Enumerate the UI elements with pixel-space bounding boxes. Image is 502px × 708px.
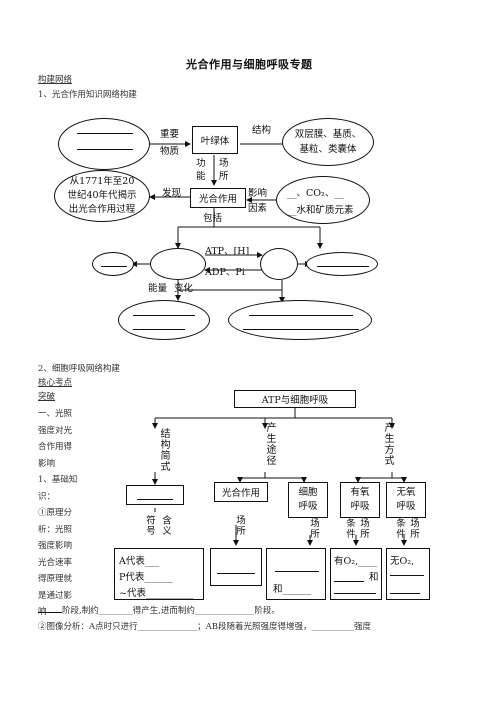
side-line: 识： [38, 491, 56, 502]
col3-heading: 产生方式 [382, 422, 393, 466]
factor-line-2: __水和矿质元素 [287, 205, 354, 216]
core-label-2: 突破 [38, 392, 56, 402]
side-line: 合作用得 [38, 442, 73, 452]
adp-pi-label: ADP、Pi [205, 267, 245, 278]
factors-ellipse: __、CO₂、__ __水和矿质元素 [276, 176, 370, 224]
atp-h-label: ATP、[H] [205, 246, 250, 257]
function-label-a: 功 [196, 158, 206, 169]
influence-label: 影响 [248, 188, 268, 199]
aerobic-box: 有氧呼吸 [340, 482, 380, 518]
col1-heading: 结构简式 [158, 428, 169, 472]
dark-reaction-ellipse [260, 248, 298, 280]
side-line: 一、光照 [38, 409, 73, 419]
o2-no-line: 无O₂, [390, 556, 415, 567]
side-line: 强度对光 [38, 425, 73, 436]
tilde-line: ~代表__________ [119, 588, 194, 599]
col2-heading: 产生途径 [264, 422, 275, 466]
paragraph-2: ②图像分析：A点时只进行______________；AB段随着光照强度得增强，… [38, 622, 372, 632]
meaning-label: 含义 [160, 515, 171, 536]
aerobic-blank [334, 571, 364, 582]
energy-label: 能量 [148, 283, 168, 294]
equation-ellipse [228, 300, 372, 340]
cell-site-box: 和______ [266, 548, 326, 600]
function-label-b: 能 [196, 171, 206, 182]
history-ellipse: 从1771年至20世纪40年代揭示出光合作用过程 [54, 170, 150, 222]
left-small-ellipse [92, 252, 134, 276]
condition-label-1: 条件 [344, 518, 355, 539]
and-line-2: 和 [369, 572, 379, 583]
photosynthesis-source-box: 光合作用 [214, 482, 268, 502]
structure-ellipse: 双层膜、基质、基粒、类囊体 [282, 118, 374, 166]
a-line: A代表___ [119, 556, 160, 567]
side-line: 影响 [38, 458, 56, 469]
site-label-4: 场所 [408, 518, 419, 539]
item2-heading: 2、细胞呼吸网络构建 [38, 364, 120, 374]
right-small-ellipse [306, 252, 378, 276]
para1-text: 阶段,制约________得产生,进而制约______________阶段。 [62, 606, 280, 616]
photosynthesis-box: 光合作用 [190, 188, 246, 208]
atp-respiration-root: ATP与细胞呼吸 [234, 390, 356, 408]
factors-label: 因素 [248, 203, 268, 214]
side-line: 是通过影 [38, 590, 73, 601]
light-reaction-ellipse [150, 248, 206, 280]
anaerobic-site-box: 无O₂, [386, 548, 430, 600]
discovery-label: 发现 [162, 188, 182, 199]
side-line: ①原理分 [38, 508, 73, 518]
structure-label: 结构 [252, 125, 272, 136]
change-label: 变化 [174, 283, 194, 294]
energy-change-ellipse [118, 300, 210, 340]
cell-respiration-box: 细胞呼吸 [288, 482, 328, 518]
condition-label-2: 条件 [394, 518, 405, 539]
side-line: 得原理就 [38, 574, 73, 584]
include-label: 包括 [203, 213, 223, 224]
substance-label: 物质 [160, 146, 180, 157]
structure-formula-box [126, 485, 184, 505]
site-label-3: 场所 [358, 518, 369, 539]
site-label-2: 场所 [308, 518, 319, 539]
item1-heading: 1、光合作用知识网络构建 [38, 90, 137, 100]
important-label: 重要 [160, 129, 180, 140]
paragraph-1: 阶段,制约________得产生,进而制约______________阶段。 [38, 604, 280, 616]
anaerobic-box: 无氧呼吸 [386, 482, 426, 518]
chloroplast-box: 叶绿体 [192, 126, 238, 154]
atp-meaning-box: A代表___ P代表______ ~代表__________ [114, 548, 204, 600]
side-text: 一、光照 强度对光 合作用得 影响 1、基础知 识： ①原理分 析：光照 强度影… [38, 406, 98, 621]
o2-yes-line: 有O₂,____ [334, 556, 378, 567]
side-line: 析：光照 [38, 524, 73, 535]
core-label-1: 核心考点 [38, 378, 73, 388]
site-label-b: 所 [219, 171, 229, 182]
symbol-label: 符号 [144, 515, 155, 536]
site-label-a: 场 [219, 158, 229, 169]
side-line: 1、基础知 [38, 475, 78, 485]
p-line: P代表______ [119, 572, 173, 583]
side-line: 强度影响 [38, 541, 73, 551]
aerobic-site-box: 有O₂,____ 和 [330, 548, 382, 600]
site-label-1: 场所 [234, 515, 245, 536]
important-substance-ellipse [58, 118, 150, 170]
photo-site-box [210, 548, 262, 586]
section-build-label: 构建网络 [38, 75, 73, 85]
side-line: 光合速率 [38, 557, 73, 568]
page-title: 光合作用与细胞呼吸专题 [186, 58, 313, 71]
factor-line-1: __、CO₂、__ [287, 188, 344, 199]
and-line-1: 和______ [273, 584, 312, 595]
